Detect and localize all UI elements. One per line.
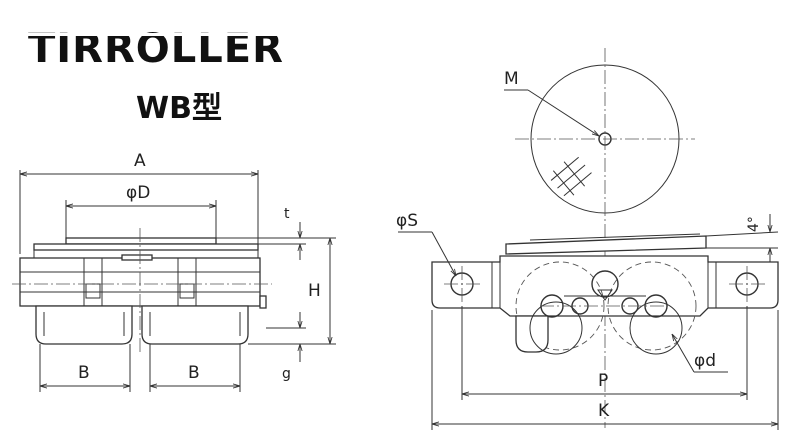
label-K: K [598, 401, 610, 421]
top-plate [65, 237, 217, 245]
brand-logo: TIRROLLER [26, 26, 381, 72]
label-B-right: B [188, 363, 200, 383]
housing-body [431, 255, 779, 317]
right-skid [141, 305, 249, 345]
label-phid: φd [694, 351, 716, 371]
wheel-left [515, 315, 549, 353]
label-g: g [282, 366, 291, 382]
disc-hatch [550, 156, 592, 197]
label-P: P [598, 371, 608, 391]
label-t: t [284, 206, 290, 222]
label-B-left: B [78, 363, 90, 383]
left-skid [35, 305, 133, 345]
side-view: A φD t H g B B [12, 151, 336, 392]
center-roller [591, 270, 619, 298]
label-angle: 4° [746, 216, 762, 232]
label-M: M [504, 69, 519, 89]
tilted-plate [505, 235, 707, 255]
label-H: H [308, 281, 321, 301]
upper-flange [33, 243, 259, 251]
label-A: A [134, 151, 146, 171]
label-phiD: φD [126, 183, 150, 203]
model-title: WB型 [136, 91, 222, 126]
top-lug [121, 254, 153, 261]
label-phiS: φS [396, 211, 418, 231]
front-view: M 4° φS [396, 48, 779, 430]
logo-text: TIRROLLER [28, 26, 284, 72]
